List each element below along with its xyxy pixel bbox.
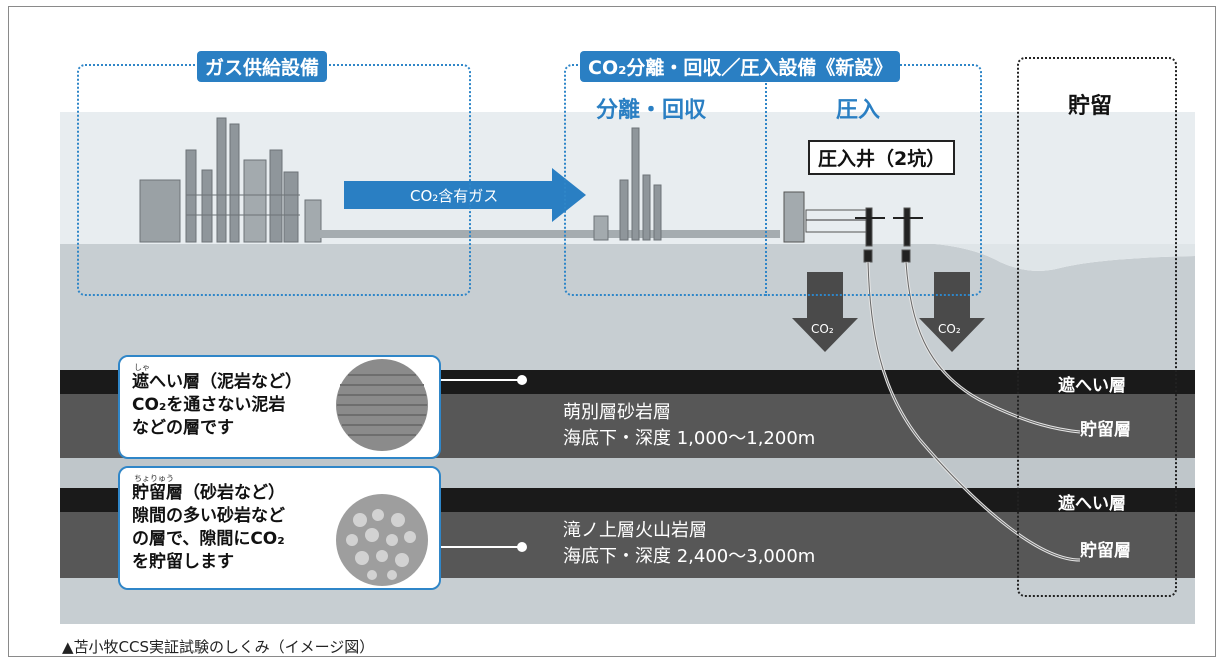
upper-layer-text: 萌別層砂岩層 海底下・深度 1,000〜1,200m	[563, 400, 815, 452]
lower-layer-name: 滝ノ上層火山岩層	[563, 520, 707, 541]
right-reservoir-label-2: 貯留層	[1080, 541, 1131, 561]
reservoir-text: 貯留層（砂岩など） 隙間の多い砂岩など の層で、隙間にCO₂ を貯留します	[132, 482, 285, 574]
section-divider	[765, 80, 767, 296]
co2-arrow-right	[919, 272, 985, 352]
cap-rock-text: 遮へい層（泥岩など） CO₂を通さない泥岩 などの層です	[132, 371, 302, 440]
reservoir-callout-bg	[120, 468, 326, 588]
co2-arrow-left-label: CO₂	[811, 322, 834, 336]
right-reservoir-label-1: 貯留層	[1080, 420, 1131, 440]
gas-supply-tag: ガス供給設備	[197, 51, 328, 82]
reservoir-line-1: 貯留層（砂岩など）	[132, 483, 285, 503]
co2-arrow-left	[792, 272, 858, 352]
separation-recovery-heading: 分離・回収	[596, 98, 707, 123]
cap-rock-line-1: 遮へい層（泥岩など）	[132, 372, 302, 392]
reservoir-line-3: の層で、隙間にCO₂	[132, 529, 285, 549]
cap-rock-ruby: しゃ	[134, 363, 150, 372]
pipeline	[320, 230, 780, 238]
storage-box	[1017, 57, 1177, 597]
well-bore-2-core	[905, 261, 1081, 433]
separation-injection-tag: CO₂分離・回収／圧入設備《新設》	[580, 51, 901, 82]
figure-frame	[8, 6, 1216, 657]
reservoir-ruby: ちょりゅう	[134, 474, 174, 483]
injection-heading: 圧入	[836, 98, 881, 123]
lower-layer-depth: 海底下・深度 2,400〜3,000m	[563, 546, 816, 567]
cap-rock-line-3: などの層です	[132, 418, 234, 438]
flow-arrow-label: CO₂含有ガス	[410, 187, 499, 205]
well-bore-1-core	[867, 261, 1081, 561]
co2-arrow-right-label: CO₂	[938, 322, 961, 336]
injection-facility-illustration	[783, 191, 923, 263]
separation-plant-illustration	[593, 127, 662, 241]
figure-caption: ▲苫小牧CCS実証試験のしくみ（イメージ図）	[62, 638, 375, 656]
cap-rock-callout	[118, 355, 441, 459]
right-cap-label-2: 遮へい層	[1058, 494, 1126, 514]
upper-layer-depth: 海底下・深度 1,000〜1,200m	[563, 428, 816, 449]
flow-arrow	[344, 168, 586, 222]
cap-rock-line-2: CO₂を通さない泥岩	[132, 395, 286, 415]
reservoir-line-2: 隙間の多い砂岩など	[132, 506, 285, 526]
right-cap-label-1: 遮へい層	[1058, 376, 1126, 396]
upper-layer-name: 萌別層砂岩層	[563, 402, 671, 423]
cap-rock-callout-bg	[120, 357, 326, 457]
reservoir-callout	[118, 466, 441, 590]
injection-wells-label: 圧入井（2坑）	[808, 140, 956, 175]
factory-illustration	[139, 117, 322, 243]
connector-cap-dot	[517, 375, 527, 385]
connector-reservoir-dot	[517, 542, 527, 552]
sea-surface	[935, 244, 1195, 271]
storage-heading: 貯留	[1068, 94, 1113, 119]
lower-layer-text: 滝ノ上層火山岩層 海底下・深度 2,400〜3,000m	[563, 518, 815, 570]
reservoir-line-4: を貯留します	[132, 552, 234, 572]
